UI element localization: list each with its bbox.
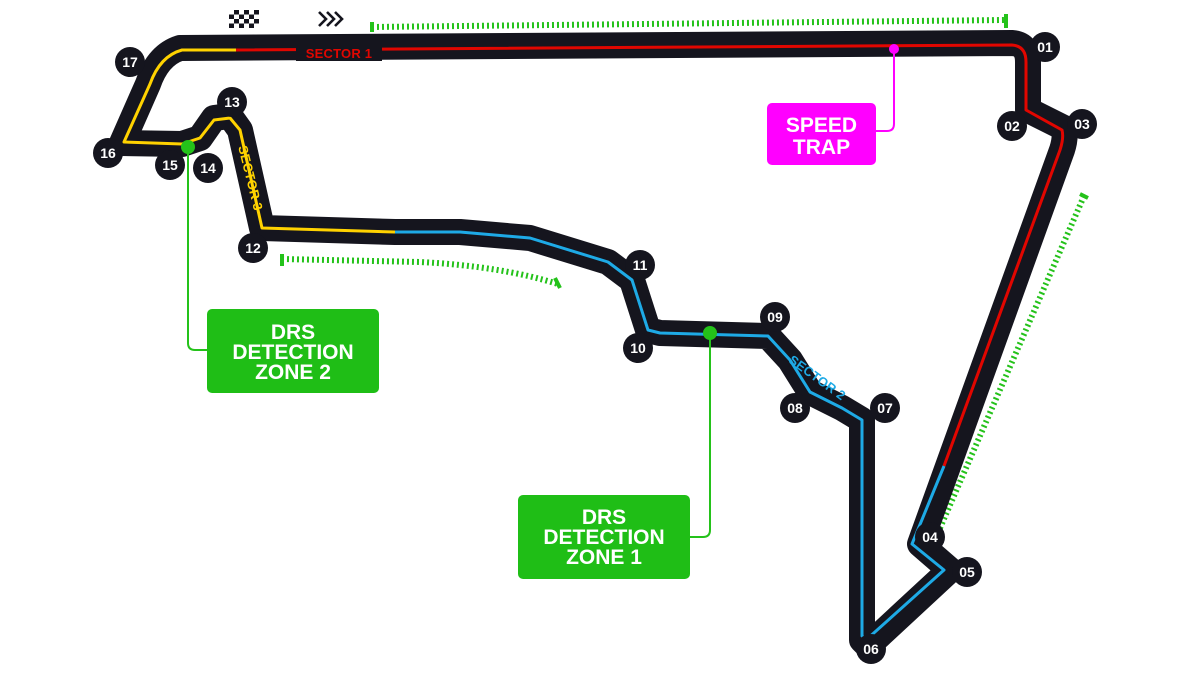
turn-marker-circle — [1030, 32, 1060, 62]
turn-marker-label: 14 — [200, 160, 216, 176]
turn-marker-03: 03 — [1067, 109, 1097, 139]
sector-1-text: SECTOR 1 — [306, 46, 372, 61]
drs-zone-1-line3: ZONE 1 — [566, 546, 642, 569]
turn-marker-07: 07 — [870, 393, 900, 423]
drs-zone-2-line3: ZONE 2 — [255, 361, 331, 384]
drs-zone-main-straight — [371, 17, 1005, 30]
drs-zone-third-end — [553, 277, 562, 289]
speed-trap-line2: TRAP — [793, 136, 850, 159]
turn-marker-label: 11 — [633, 257, 648, 273]
sector-1-label: SECTOR 1 — [296, 45, 382, 61]
turn-marker-label: 07 — [877, 400, 893, 416]
turn-marker-16: 16 — [93, 138, 123, 168]
sector-2-line — [395, 230, 946, 642]
turn-marker-label: 13 — [224, 94, 240, 110]
turn-marker-circle — [1067, 109, 1097, 139]
turn-marker-label: 16 — [100, 145, 116, 161]
drs-zone-1-line2: DETECTION — [543, 526, 664, 549]
turn-marker-circle — [870, 393, 900, 423]
turn-marker-label: 09 — [767, 309, 783, 325]
turn-marker-label: 17 — [122, 54, 138, 70]
drs-zone-back-straight — [937, 194, 1087, 530]
turn-marker-label: 01 — [1037, 39, 1053, 55]
turn-marker-label: 05 — [959, 564, 975, 580]
turn-marker-label: 06 — [863, 641, 879, 657]
turn-marker-circle — [115, 47, 145, 77]
turn-marker-08: 08 — [780, 393, 810, 423]
turn-marker-circle — [238, 233, 268, 263]
drs-zone-2-line1: DRS — [271, 321, 315, 344]
turn-marker-10: 10 — [623, 333, 653, 363]
turn-markers: 01 02 03 04 05 06 07 08 09 10 11 12 13 14 15 16 17 — [93, 32, 1097, 664]
turn-marker-12: 12 — [238, 233, 268, 263]
speed-trap-marker: SPEED TRAP — [767, 44, 899, 165]
turn-marker-label: 08 — [787, 400, 803, 416]
turn-marker-02: 02 — [997, 111, 1027, 141]
direction-chevrons-icon — [318, 11, 344, 27]
turn-marker-circle — [780, 393, 810, 423]
turn-marker-circle — [952, 557, 982, 587]
turn-marker-circle — [915, 522, 945, 552]
turn-marker-circle — [155, 150, 185, 180]
turn-marker-circle — [193, 153, 223, 183]
drs-zone-2-line2: DETECTION — [232, 341, 353, 364]
turn-marker-15: 15 — [155, 150, 185, 180]
turn-marker-17: 17 — [115, 47, 145, 77]
turn-marker-04: 04 — [915, 522, 945, 552]
turn-marker-13: 13 — [217, 87, 247, 117]
drs-detection-zone-2-marker: DRS DETECTION ZONE 2 — [181, 140, 379, 393]
turn-marker-11: 11 — [625, 250, 655, 280]
turn-marker-05: 05 — [952, 557, 982, 587]
turn-marker-14: 14 — [193, 153, 223, 183]
turn-marker-09: 09 — [760, 302, 790, 332]
turn-marker-label: 02 — [1004, 118, 1020, 134]
turn-marker-circle — [760, 302, 790, 332]
drs-zone-back-straight-start — [1079, 192, 1089, 200]
drs-zone-1-line1: DRS — [582, 506, 626, 529]
sector-1-line — [235, 43, 1065, 467]
turn-marker-circle — [997, 111, 1027, 141]
speed-trap-line1: SPEED — [786, 114, 857, 137]
checkered-flag-icon — [229, 10, 259, 28]
turn-marker-01: 01 — [1030, 32, 1060, 62]
drs-zone-third — [281, 256, 559, 287]
turn-marker-circle — [625, 250, 655, 280]
turn-marker-circle — [217, 87, 247, 117]
sector-3-line — [122, 48, 396, 234]
turn-marker-label: 12 — [245, 240, 261, 256]
turn-marker-circle — [856, 634, 886, 664]
turn-marker-label: 03 — [1074, 116, 1090, 132]
turn-marker-circle — [93, 138, 123, 168]
turn-marker-circle — [623, 333, 653, 363]
turn-marker-06: 06 — [856, 634, 886, 664]
turn-marker-label: 10 — [630, 340, 646, 356]
drs-detection-zone-1-marker: DRS DETECTION ZONE 1 — [518, 326, 717, 579]
turn-marker-label: 15 — [162, 157, 178, 173]
turn-marker-label: 04 — [922, 529, 938, 545]
drs-zones — [280, 14, 1089, 530]
